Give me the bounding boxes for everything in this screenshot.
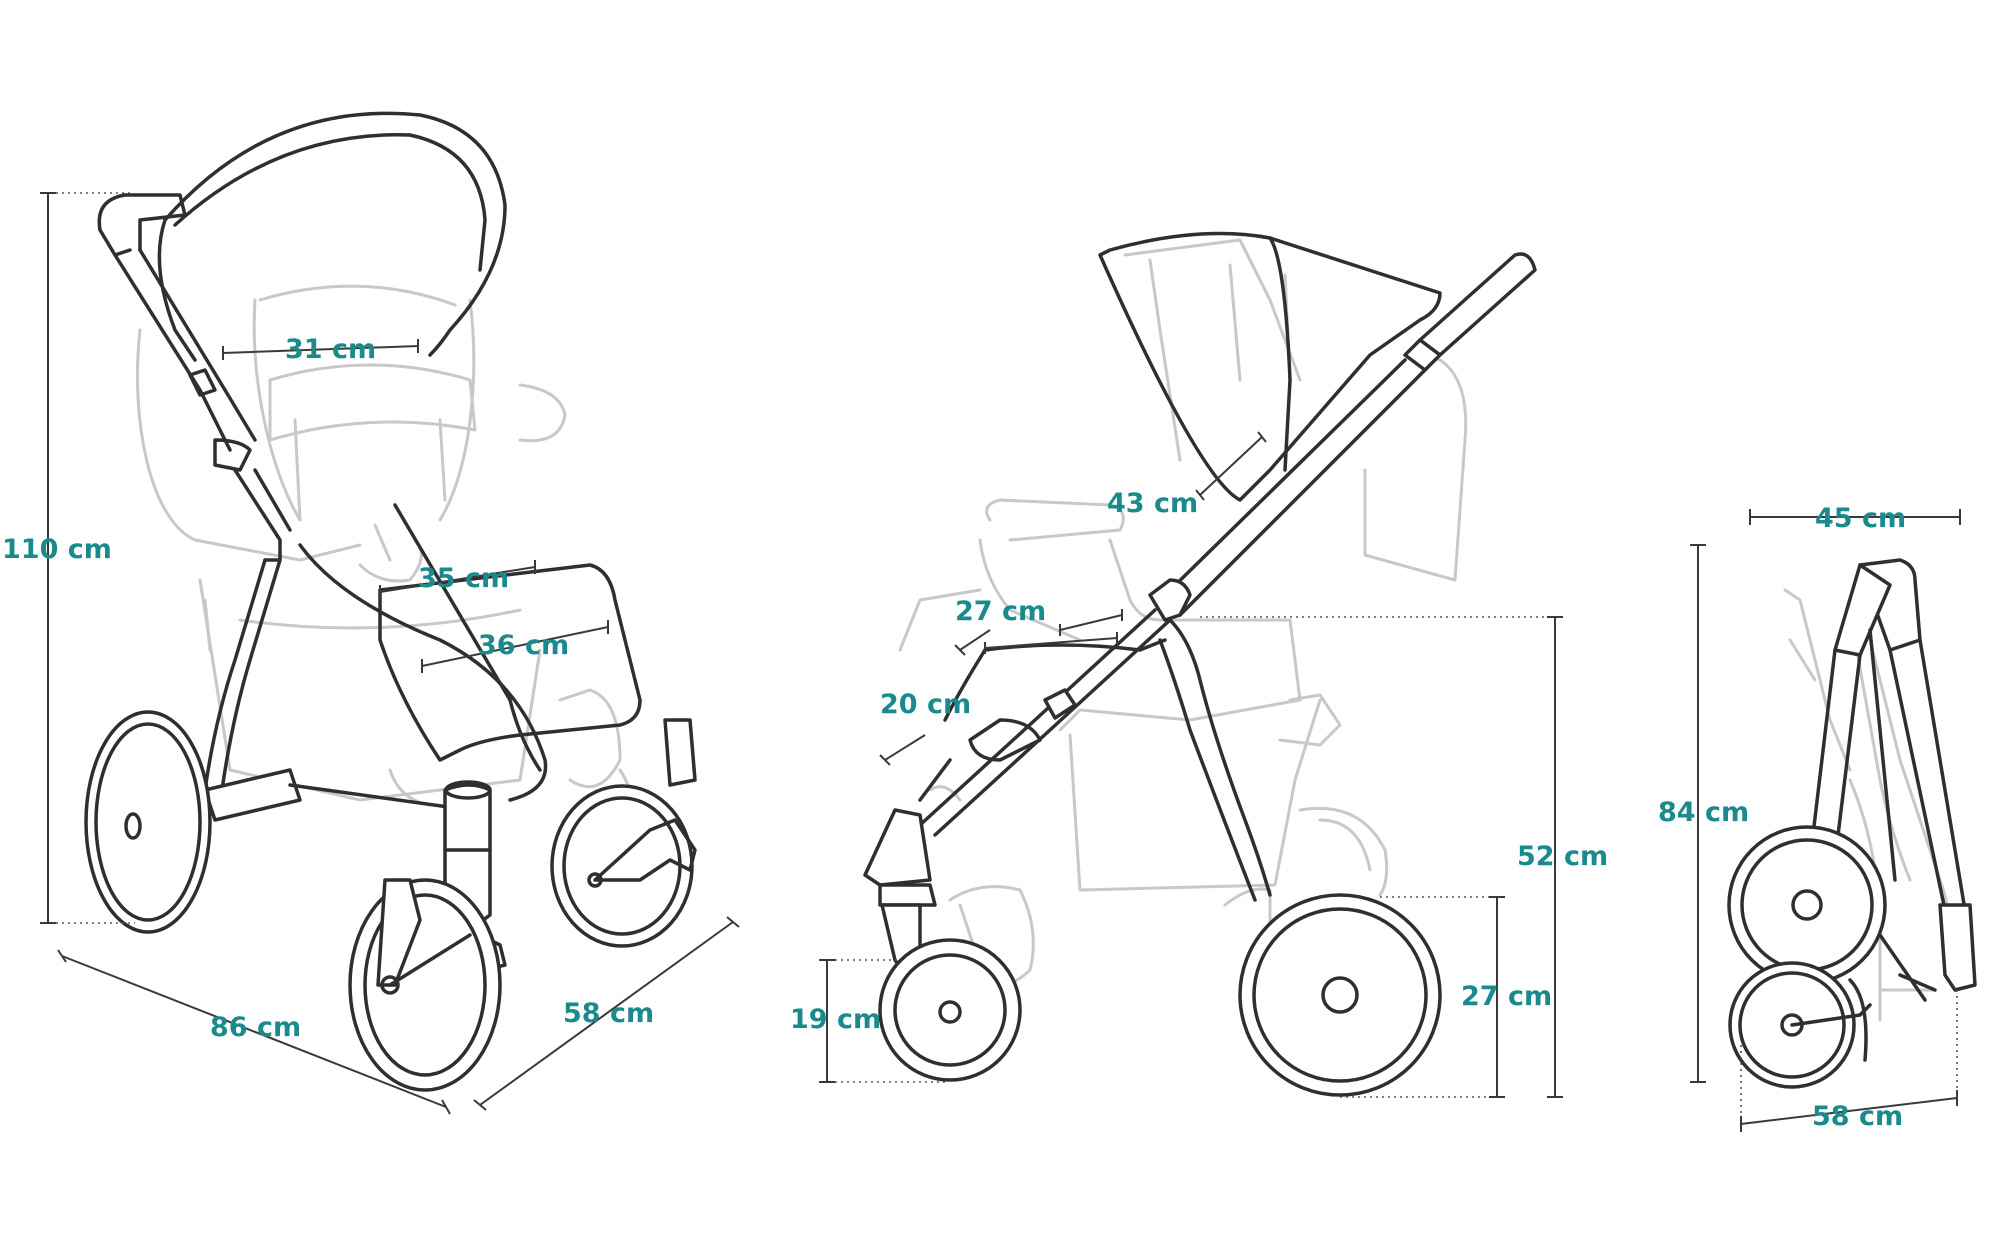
side-view-stroller: 43 cm 27 cm 20 cm 19 cm 52 cm 27 cm	[790, 231, 1608, 1098]
front-view-dimensions	[40, 192, 740, 1115]
folded-depth-label: 58 cm	[1812, 1101, 1903, 1132]
front-view-labels: 110 cm 31 cm 35 cm 36 cm 86 cm 58 cm	[2, 334, 654, 1043]
front-view-stroller: 110 cm 31 cm 35 cm 36 cm 86 cm 58 cm	[2, 111, 740, 1115]
side-front-wheel-label: 19 cm	[790, 1004, 881, 1035]
folded-view-stroller: 45 cm 84 cm 58 cm	[1658, 503, 1977, 1132]
side-seat-depth-label: 27 cm	[955, 596, 1046, 627]
side-backrest-height-label: 43 cm	[1107, 488, 1198, 519]
front-backrest-width-label: 31 cm	[285, 334, 376, 365]
front-seat-width-label: 35 cm	[418, 563, 509, 594]
front-height-label: 110 cm	[2, 534, 112, 565]
front-footrest-width-label: 36 cm	[478, 630, 569, 661]
folded-width-label: 45 cm	[1815, 503, 1906, 534]
folded-height-label: 84 cm	[1658, 797, 1749, 828]
folded-view-dark-outline	[1727, 558, 1977, 1089]
folded-view-labels: 45 cm 84 cm 58 cm	[1658, 503, 1906, 1132]
side-view-dimensions	[819, 431, 1563, 1098]
side-legrest-length-label: 20 cm	[880, 689, 971, 720]
folded-view-dimensions	[1690, 509, 1961, 1132]
side-rear-wheel-label: 27 cm	[1461, 981, 1552, 1012]
front-length-label: 86 cm	[210, 1012, 301, 1043]
side-view-labels: 43 cm 27 cm 20 cm 19 cm 52 cm 27 cm	[790, 488, 1608, 1035]
side-seat-height-label: 52 cm	[1517, 841, 1608, 872]
front-width-label: 58 cm	[563, 998, 654, 1029]
front-view-dark-outline	[84, 111, 697, 1092]
side-view-dark-outline	[863, 231, 1537, 1097]
